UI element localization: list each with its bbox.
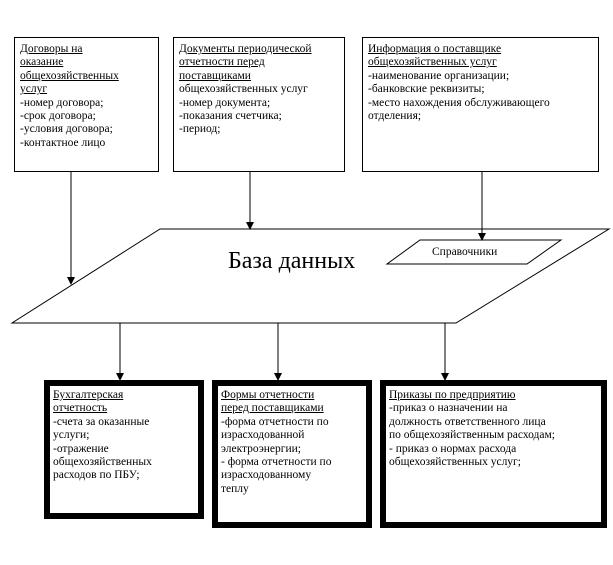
box-accounting-title-line: Бухгалтерская [53, 389, 124, 401]
box-contracts: Договоры на оказание общехозяйственных у… [14, 37, 159, 172]
box-contracts-title-line: Договоры на [20, 43, 83, 55]
box-enterprise-orders: Приказы по предприятию -приказ о назначе… [380, 380, 607, 528]
database-title: База данных [228, 248, 356, 274]
box-documents-title-line: отчетности перед [179, 56, 265, 69]
box-documents-item: -период; [179, 123, 221, 136]
box-contracts-title-line: услуг [20, 83, 48, 96]
box-accounting-item: общехозяйственных [53, 456, 152, 469]
box-supplier-title-line: Информация о поставщике [368, 43, 502, 55]
box-orders-item: общехозяйственных услуг; [389, 456, 521, 469]
box-contracts-item: -условия договора; [20, 123, 113, 136]
box-report-forms-title-line: Формы отчетности [221, 389, 315, 401]
reference-label: Справочники [432, 246, 498, 258]
box-contracts-title-line: оказание [20, 56, 64, 69]
box-supplier-item: отделения; [368, 110, 422, 123]
box-supplier-item: -наименование организации; [368, 69, 510, 82]
box-accounting-item: услуги; [53, 429, 90, 442]
box-periodic-documents: Документы периодической отчетности перед… [173, 37, 345, 172]
box-orders-title-line: Приказы по предприятию [389, 389, 516, 401]
box-documents-item: -показания счетчика; [179, 110, 282, 123]
box-supplier-title-line: общехозяйственных услуг [368, 56, 497, 69]
box-report-forms-item: израсходованной [221, 429, 305, 442]
box-accounting-reports: Бухгалтерская отчетность -счета за оказа… [44, 380, 204, 519]
box-accounting-item: -счета за оказанные [53, 415, 150, 428]
box-documents-title-line: поставщиками [179, 69, 251, 82]
box-accounting-title-line: отчетность [53, 402, 108, 415]
box-contracts-item: -контактное лицо [20, 136, 106, 149]
box-documents-item: -номер документа; [179, 96, 271, 109]
box-contracts-title-line: общехозяйственных [20, 69, 119, 82]
box-orders-item: -приказ о назначении на [389, 402, 508, 415]
box-report-forms-item: теплу [221, 482, 249, 495]
box-contracts-item: -номер договора; [20, 96, 104, 109]
box-report-forms-item: - форма отчетности по [221, 456, 332, 469]
box-documents-title-line: Документы периодической [179, 43, 312, 55]
box-supplier-info: Информация о поставщике общехозяйственны… [362, 37, 599, 172]
box-supplier-item: -место нахождения обслуживающего [368, 96, 550, 109]
box-report-forms-item: -форма отчетности по [221, 415, 329, 428]
box-orders-item: - приказ о нормах расхода [389, 442, 517, 455]
box-report-forms: Формы отчетности перед поставщиками -фор… [212, 380, 372, 528]
reference-shape [385, 239, 563, 265]
box-supplier-item: -банковские реквизиты; [368, 83, 485, 96]
box-orders-item: по общехозяйственным расходам; [389, 429, 555, 442]
box-orders-item: должность ответственного лица [389, 415, 546, 428]
box-report-forms-item: израсходованному [221, 469, 312, 482]
box-report-forms-title-line: перед поставщиками [221, 402, 324, 415]
box-report-forms-item: электроэнергии; [221, 442, 301, 455]
box-accounting-item: -отражение [53, 442, 109, 455]
box-accounting-item: расходов по ПБУ; [53, 469, 140, 482]
box-contracts-item: -срок договора; [20, 110, 96, 123]
box-documents-item: общехозяйственных услуг [179, 83, 308, 96]
